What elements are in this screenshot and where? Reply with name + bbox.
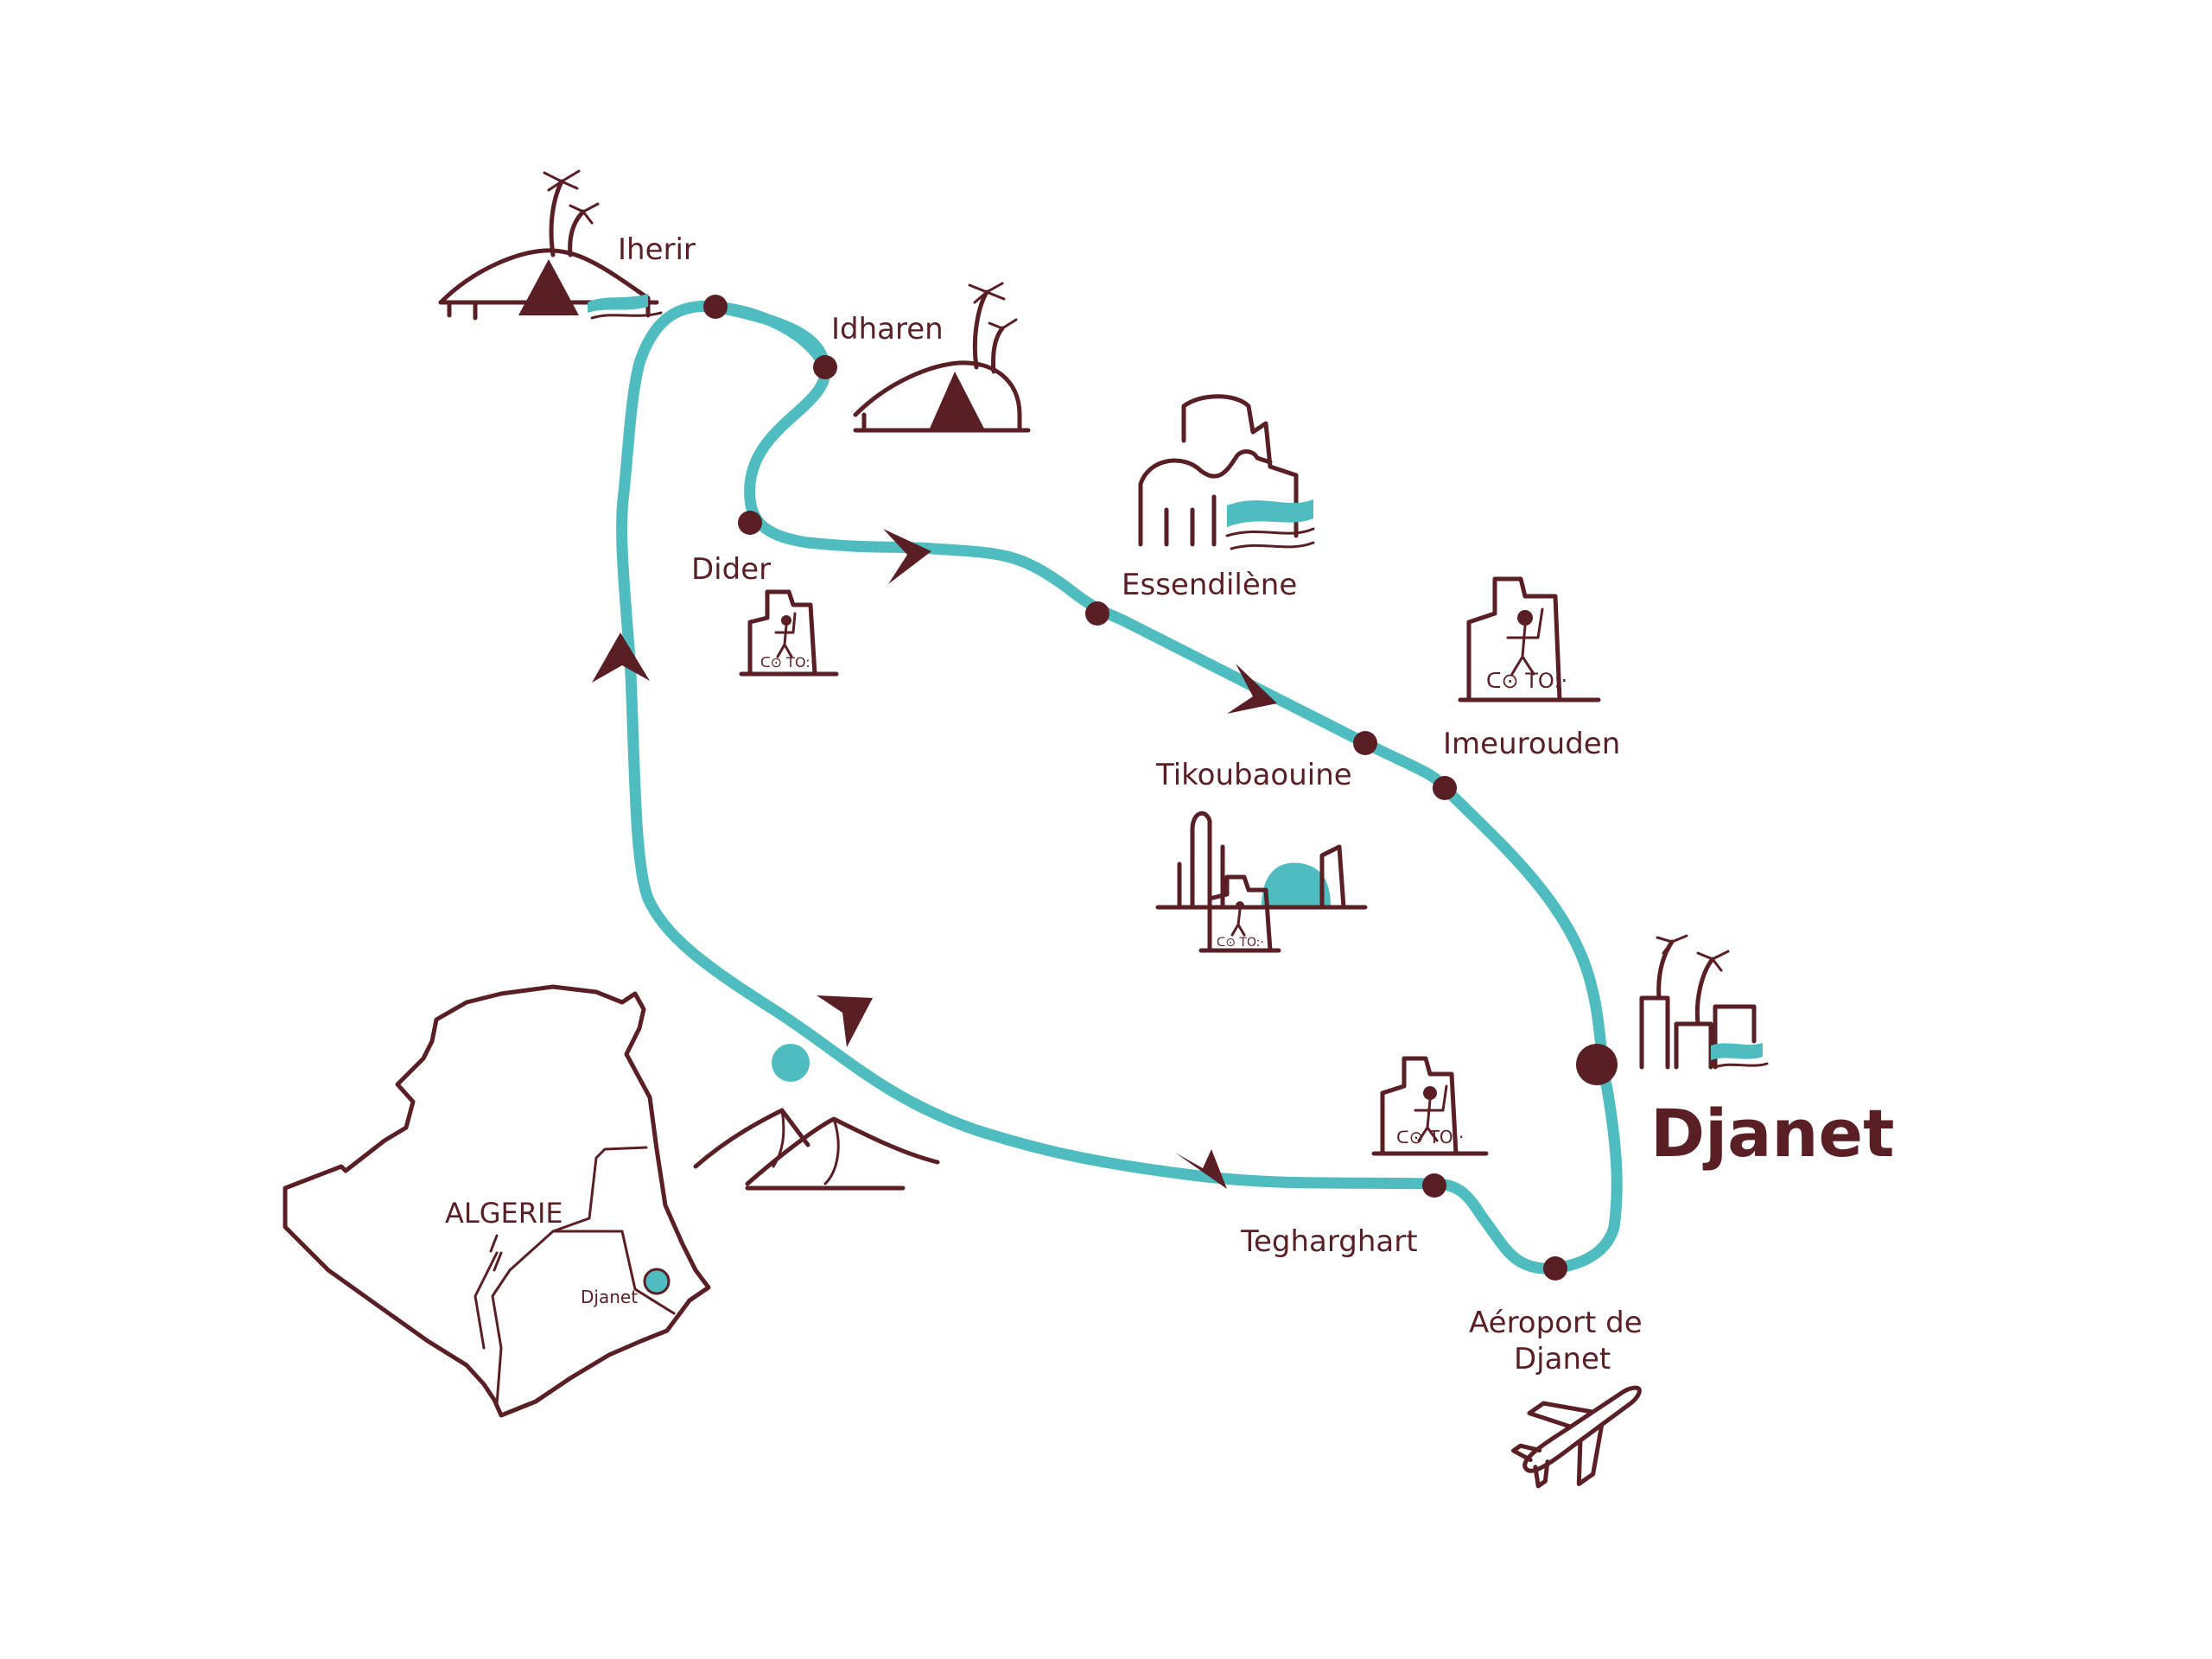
- svg-text:ᑕ⊙ TO:·: ᑕ⊙ TO:·: [1396, 1127, 1464, 1147]
- route-idharen-loop: [709, 301, 831, 373]
- label-imeurouden: Imeurouden: [1443, 727, 1620, 761]
- rock-art-icon: ᑕ⊙ TO:·: [1458, 576, 1601, 702]
- svg-text:ᑕ⊙ TO:·: ᑕ⊙ TO:·: [1217, 936, 1264, 950]
- rock-formation-icon: ᑕ⊙ TO:·: [1155, 810, 1368, 953]
- stop-dot-imeurouden: [1433, 776, 1457, 800]
- label-airport-line2: Djanet: [1514, 1342, 1611, 1376]
- stop-dot-iherir: [703, 295, 728, 319]
- inset-city-label: Djanet: [581, 1287, 638, 1307]
- rock-art-icon: ᑕ⊙ TO:·: [1371, 1056, 1489, 1156]
- label-tikoubaouine: Tikoubaouine: [1155, 758, 1352, 792]
- label-dider: Dider: [691, 552, 771, 587]
- stop-markers: [703, 295, 1618, 1281]
- airplane-icon: [1511, 1385, 1642, 1489]
- arrow-icon: [1227, 664, 1277, 714]
- stop-dot-djanet: [1576, 1044, 1618, 1085]
- label-essendilene: Essendilène: [1122, 568, 1297, 602]
- tent-palm-icon: [438, 169, 663, 321]
- arrow-icon: [817, 995, 873, 1047]
- arrow-icon: [592, 632, 650, 683]
- svg-text:ᑕ⊙ TO:·: ᑕ⊙ TO:·: [1486, 669, 1567, 693]
- label-airport-line1: Aéroport de: [1469, 1306, 1643, 1340]
- stop-dot-tikoubaouine: [1353, 731, 1377, 755]
- rock-art-icon: ᑕ⊙ TO:·: [739, 589, 839, 677]
- algeria-outline: [283, 984, 711, 1418]
- sand-dunes-icon: [693, 1044, 940, 1191]
- svg-text:ᑕ⊙ TO:·: ᑕ⊙ TO:·: [760, 654, 815, 671]
- label-iherir: Iherir: [618, 232, 696, 267]
- oasis-village-icon: [1639, 934, 1769, 1070]
- stop-dot-dider: [738, 511, 762, 535]
- sun-icon: [772, 1044, 810, 1082]
- label-tegharghart: Tegharghart: [1240, 1224, 1418, 1259]
- inset-country-label: ALGERIE: [445, 1197, 563, 1230]
- direction-arrows: [592, 529, 1277, 1189]
- label-idharen: Idharen: [831, 312, 944, 346]
- inset-djanet-marker: [643, 1268, 671, 1295]
- arrow-icon: [883, 529, 931, 584]
- route-line: [616, 300, 1623, 1274]
- algeria-inset-map: ALGERIE Djanet: [283, 984, 711, 1418]
- stop-dot-tegharghart: [1422, 1173, 1446, 1198]
- tent-palm-icon: [853, 282, 1031, 433]
- region-borders: [474, 1146, 676, 1406]
- stop-dot-essendilene: [1085, 601, 1109, 626]
- arrow-icon: [1175, 1149, 1227, 1189]
- stop-dot-airport: [1543, 1256, 1567, 1281]
- camel-rock-icon: [1138, 394, 1315, 550]
- stop-dot-idharen: [813, 355, 837, 379]
- label-djanet: Djanet: [1650, 1095, 1894, 1172]
